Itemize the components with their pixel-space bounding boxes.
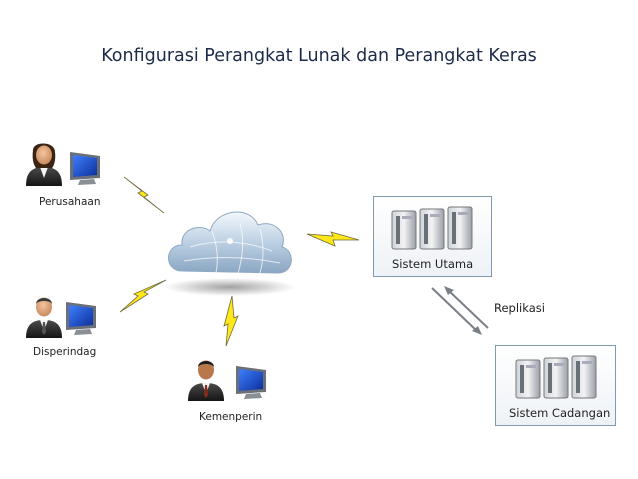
node-label-sistem-utama: Sistem Utama: [392, 257, 474, 271]
replication-arrows: [431, 286, 489, 335]
server-rack-icon: [515, 355, 597, 399]
businessperson-icon: [26, 297, 62, 338]
computer-monitor-icon: [66, 302, 96, 335]
cloud-icon: [164, 211, 296, 296]
node-label-sistem-cadangan: Sistem Cadangan: [509, 406, 611, 420]
lightning-bolt-icon: [123, 176, 165, 214]
computer-monitor-icon: [70, 152, 100, 185]
lightning-bolt-icon: [119, 279, 167, 313]
server-rack-icon: [391, 206, 473, 250]
replication-label: Replikasi: [494, 301, 545, 315]
businessperson-icon: [188, 360, 224, 401]
node-label-kemenperin: Kemenperin: [199, 411, 263, 423]
lightning-bolt-icon: [306, 231, 360, 247]
businessperson-icon: [26, 143, 62, 186]
computer-monitor-icon: [236, 366, 266, 399]
diagram-title: Konfigurasi Perangkat Lunak dan Perangka…: [101, 46, 537, 66]
node-label-perusahaan: Perusahaan: [39, 196, 101, 208]
lightning-bolt-icon: [223, 295, 239, 347]
node-label-disperindag: Disperindag: [33, 346, 97, 358]
sistem-utama-box: [373, 196, 492, 277]
sistem-cadangan-box: [495, 345, 616, 426]
